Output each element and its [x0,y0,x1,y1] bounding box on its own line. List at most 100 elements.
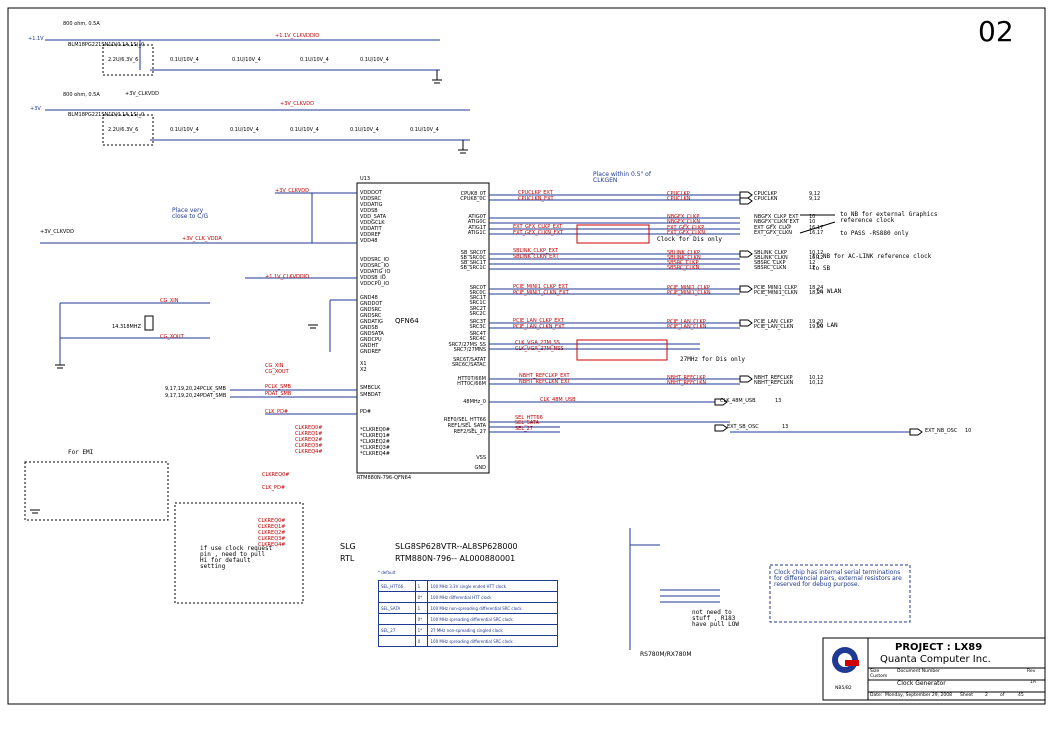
output-page-ref: 10,12 [809,255,824,261]
output-net-label: PCIE_LAN_CLKN [667,324,707,330]
inner-net-label: CLK_VGA_27M_SS [515,340,560,346]
inner-net-label: SBLINK_CLKN_EXT [513,254,559,260]
sig-pdat-smb-chip: PDAT_SMB [265,391,292,397]
output-page-ref: 9,12 [809,196,821,202]
sel-table-cell [378,635,416,647]
chip-right-pin: REF0/SEL_HTT66 [443,417,486,423]
sel-table-row: 0*100 MHz differential HTT clock [378,591,558,603]
inner-net-label: CPUCLKP_EXT [518,190,553,196]
chip-left-pin: GNDDOT [360,301,383,307]
inner-net-label: PCIE_MINI1_CLKN_EXT [513,290,569,296]
sel-table-cell: SEL_27 [378,624,416,636]
output-connector-label: SBSRC_CLKP [754,260,786,266]
chip-right-pin: SRC3C [469,324,486,330]
output-net-label: EXT_GFX_CLKN [667,230,706,236]
cap-value-2: 0.1U/10V_4 [232,57,261,63]
chip-left-pin: X2 [360,367,367,373]
chip-right-pin: SRC4C [469,336,486,342]
smb-ref-2: 9,17,19,20,24 [165,393,200,399]
sig-clkvddio: +1.1V_CLKVDDIO [265,274,310,280]
bead2-rating: 800 ohm, 0.5A [63,92,100,98]
chip-left-pin: VDDSRC [360,196,382,202]
output-connector-label: SBLINK_CLKP [754,250,787,256]
chip-right-pin: SRC7/27MNS [453,347,486,353]
inner-net-label: EXT_GFX_CLKP_EXT [513,224,563,230]
title-company: Quanta Computer Inc. [880,654,991,665]
chip-left-pin: GNDSRC [360,313,382,319]
title-date-value: Monday, September 29, 2008 [885,693,952,698]
note-if-use-clock: if use clock request pin , need to pull … [200,545,273,570]
chip-left-pin: SMBDAT [360,392,381,398]
note-for-emi: For EMI [68,449,94,456]
chip-left-pin: VDDATIG_IO [360,269,391,275]
title-sheet-label: Sheet [960,693,974,698]
output-page-ref: 13 [782,424,789,430]
chip-left-pin: SMBCLK [360,385,381,391]
chip-left-pin: *CLKREQ2# [360,439,390,445]
chip-right-pin: VSS [476,455,486,461]
clkreq-box-net: CLKREQ2# [258,530,286,536]
chip-right-pin: ATIG0T [468,214,486,220]
chip-right-pin: HTT0C/66M [457,381,486,387]
output-connector-label: EXT_NB_OSC [925,428,958,434]
chip-package: QFN64 [395,317,419,325]
title-size-value: Custom [870,674,888,679]
chip-left-pin: GNDSB [360,325,379,331]
chip-right-pin: SB_SRC0C [460,255,486,261]
sig-pdat-smb: PDAT_SMB [200,393,227,399]
sel-table-cell: 100 MHz spreading differential SRC clock [427,635,558,647]
clkreq-box-net: CLKREQ1# [258,524,286,530]
sel-table-cell: 0* [414,591,429,603]
output-page-ref: 10,12 [809,375,824,381]
sig-cg-xout-chip: CG_XOUT [265,369,289,375]
sel-table-cell: 1 [414,580,429,592]
title-doc-value: Clock Generator [897,680,946,687]
sig-clkvdd: +3V_CLKVDD [275,188,309,194]
note-27mhz: 27MHz for Dis only [680,356,746,363]
output-page-ref: 10 [809,219,816,225]
output-net-label: SBSRC_CLKP [667,260,699,266]
chip-right-pin: HTT0T/66M [457,376,486,382]
inner-net-label: PCIE_LAN_CLKP_EXT [513,318,564,324]
net-1v1-clkvddio: +1.1V_CLKVDDIO [275,33,320,39]
output-page-ref: 16,17 [809,230,824,236]
chip-right-pin: GND [474,465,486,471]
output-net-label: SBLINK_CLKP [667,250,700,256]
bead1-part: BLM18PG221SN1D(0.1A,1S)_0 [68,42,145,48]
output-connector-label: SBLINK_CLKN [754,255,788,261]
clkreq-net: CLKREQ4# [295,449,323,455]
chip-right-pin: SB_SRC1T [460,260,486,266]
output-connector-label: NBHT_REFCLKP [754,375,793,381]
chip-left-pin: VDDSB_IO [360,275,386,281]
chip-left-pin: VDDCPU_IO [360,281,390,287]
chip-left-pin: VDDGCLK [360,220,385,226]
output-net-label: SBLINK_CLKN [667,255,701,261]
chip-left-pin: VDDSB [360,208,378,214]
output-page-ref: 16,17 [809,225,824,231]
title-code: NB5/B2 [835,686,852,691]
note-nb-external: to NB for external Graphics reference cl… [840,211,938,224]
rail-1v1-label: +1.1V [28,36,44,42]
chip-left-pin: GNDCPU [360,337,382,343]
clkreq-net: CLKREQ2# [295,437,323,443]
sig-vdda: +3V_CLK_VDDA [182,236,222,242]
output-net-label: NBGFX_CLKN [667,219,701,225]
chip-left-pin: GNDSATA [360,331,384,337]
title-rev-value: 1A [1030,680,1036,685]
inner-net-label: NBHT_REFCLKN_EXT [519,379,571,385]
chip-left-pin: VDDATIT [360,226,382,232]
chip-left-pin: GND48 [360,295,378,301]
title-date-label: Date: [870,693,883,698]
clkreq-box-net: CLKREQ0# [258,518,286,524]
sheet-number: 02 [978,15,1014,48]
chip-right-pin: SRC1T [469,295,486,301]
clkpd-pullup: CLK_PD# [262,485,286,491]
note-to-sb: to SB [812,265,831,272]
chip-right-pin: SRC7/27MS_SS [448,342,486,348]
sel-table-cell [378,613,416,625]
sel-table-row: 0*100 MHz spreading differential SRC clo… [378,613,558,625]
chip-right-pin: ATIG1T [468,225,486,231]
chip-right-pin: SRC4T [469,331,486,337]
chip-right-pin: SRC6T/SATAT [453,357,486,363]
